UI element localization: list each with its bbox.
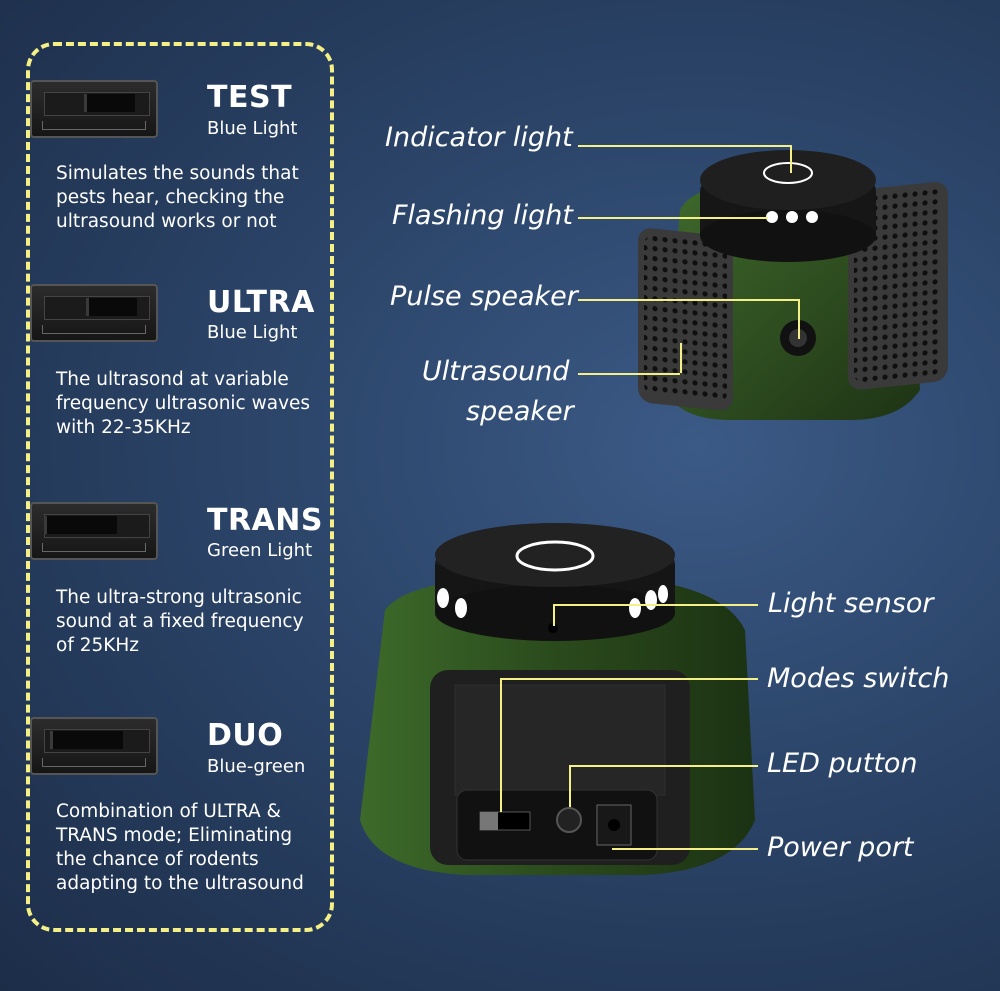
mode-desc-test: Simulates the sounds that pests hear, ch… [56,163,299,232]
line-flashing [578,217,768,219]
callout-ultrasound-speaker-line1: Ultrasound [422,356,570,387]
device-bottom-view [360,523,755,875]
line-modes-switch-drop [500,678,502,812]
mode-desc-trans: The ultra-strong ultrasonic sound at a f… [56,587,304,656]
line-power-port [612,848,758,850]
line-indicator [578,145,790,147]
callout-indicator-light: Indicator light [385,122,573,153]
line-ultrasound-rise [680,343,682,373]
line-led-button [569,765,758,767]
line-led-button-drop [569,765,571,807]
line-modes-switch [500,678,758,680]
callout-pulse-speaker: Pulse speaker [390,281,578,312]
line-light-sensor [553,604,758,606]
callout-light-sensor: Light sensor [768,588,934,619]
line-pulse [578,299,798,301]
callout-led-button: LED putton [767,748,918,779]
mode-desc-ultra: The ultrasond at variable frequency ultr… [56,369,311,438]
line-ultrasound [578,373,680,375]
mode-title-test: TEST [207,80,293,115]
line-indicator-drop [790,145,792,173]
mode-title-ultra: ULTRA [207,285,315,320]
callout-ultrasound-speaker-line2: speaker [466,396,574,427]
mode-light-duo: Blue-green [207,756,306,777]
duo-switch-image [30,717,158,775]
callout-modes-switch: Modes switch [767,663,950,694]
mode-title-trans: TRANS [207,503,323,538]
mode-light-ultra: Blue Light [207,322,298,343]
mode-title-duo: DUO [207,718,284,753]
ultra-switch-image [30,284,158,342]
callout-flashing-light: Flashing light [392,200,573,231]
line-light-sensor-drop [553,604,555,626]
mode-light-trans: Green Light [207,540,313,561]
callout-power-port: Power port [767,832,914,863]
mode-desc-duo: Combination of ULTRA & TRANS mode; Elimi… [56,801,304,894]
device-top-view [638,150,948,420]
modes-panel [26,42,334,932]
trans-switch-image [30,502,158,560]
mode-light-test: Blue Light [207,118,298,139]
test-switch-image [30,80,158,138]
line-pulse-drop [798,299,800,339]
